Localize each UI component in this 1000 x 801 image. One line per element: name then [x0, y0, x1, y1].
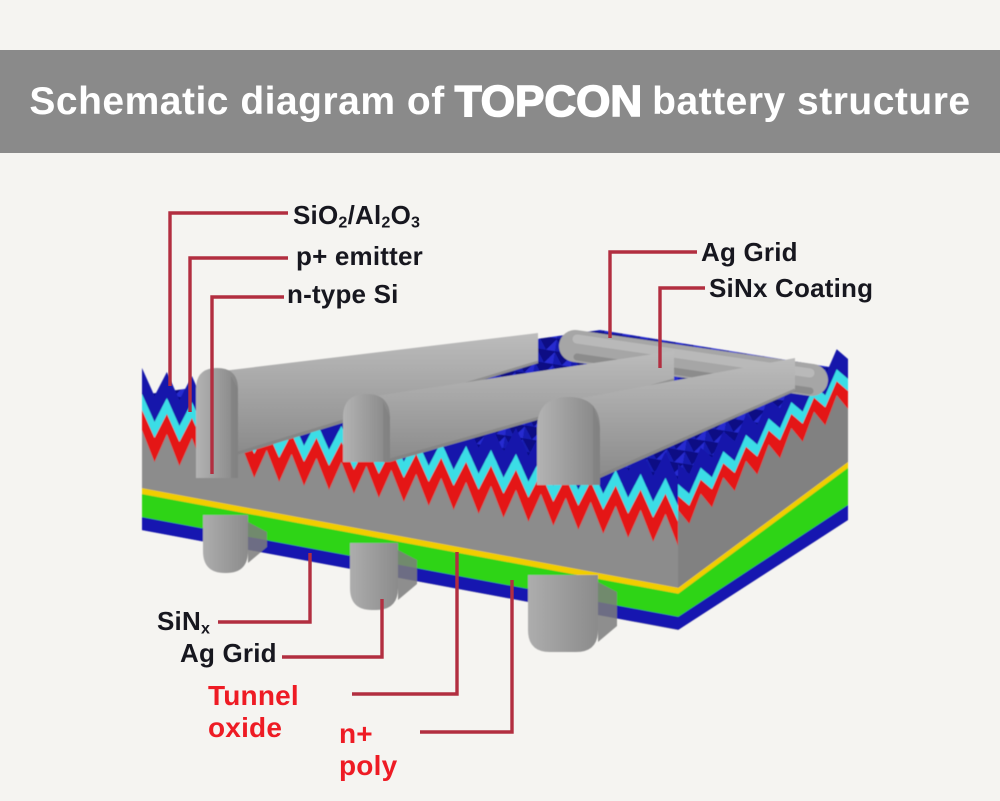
banner-topcon-highlight: TOPCON [454, 76, 643, 127]
tunnel-oxide-layer [142, 488, 678, 594]
label-sinx-coating: SiNx Coating [709, 273, 874, 303]
leader-n-type-si [210, 295, 284, 474]
leader-p-emitter [188, 256, 288, 412]
label-n-type-si: n-type Si [287, 279, 399, 309]
leader-sinx-rear [218, 553, 312, 624]
leader-n-plus-poly [420, 580, 514, 734]
top-ag-grid-fingers [196, 330, 828, 485]
leader-tunnel-oxide [352, 552, 459, 696]
rear-ag-finger-1 [203, 515, 248, 573]
leader-ag-grid-rear [282, 599, 384, 659]
label-n-plus-poly: n+poly [339, 718, 398, 781]
solar-cell-3d [142, 330, 848, 652]
label-ag-grid-top: Ag Grid [701, 237, 798, 267]
banner-text-suffix: battery structure [652, 79, 971, 123]
banner-text-prefix: Schematic diagram of [29, 79, 445, 123]
rear-ag-finger-3 [528, 575, 598, 652]
leader-ag-grid-top [608, 250, 697, 338]
rear-ag-finger-2 [350, 543, 398, 610]
label-sinx-rear: SiNx [157, 606, 211, 638]
leader-sinx-coating [658, 286, 705, 368]
leader-sio2-al2o3 [168, 211, 288, 386]
leader-lines [168, 211, 705, 734]
title-banner: Schematic diagram of TOPCON battery stru… [0, 50, 1000, 153]
label-ag-grid-rear: Ag Grid [180, 638, 277, 668]
label-p-emitter: p+ emitter [296, 241, 423, 271]
label-sio2-al2o3: SiO2/Al2O3 [293, 200, 421, 232]
